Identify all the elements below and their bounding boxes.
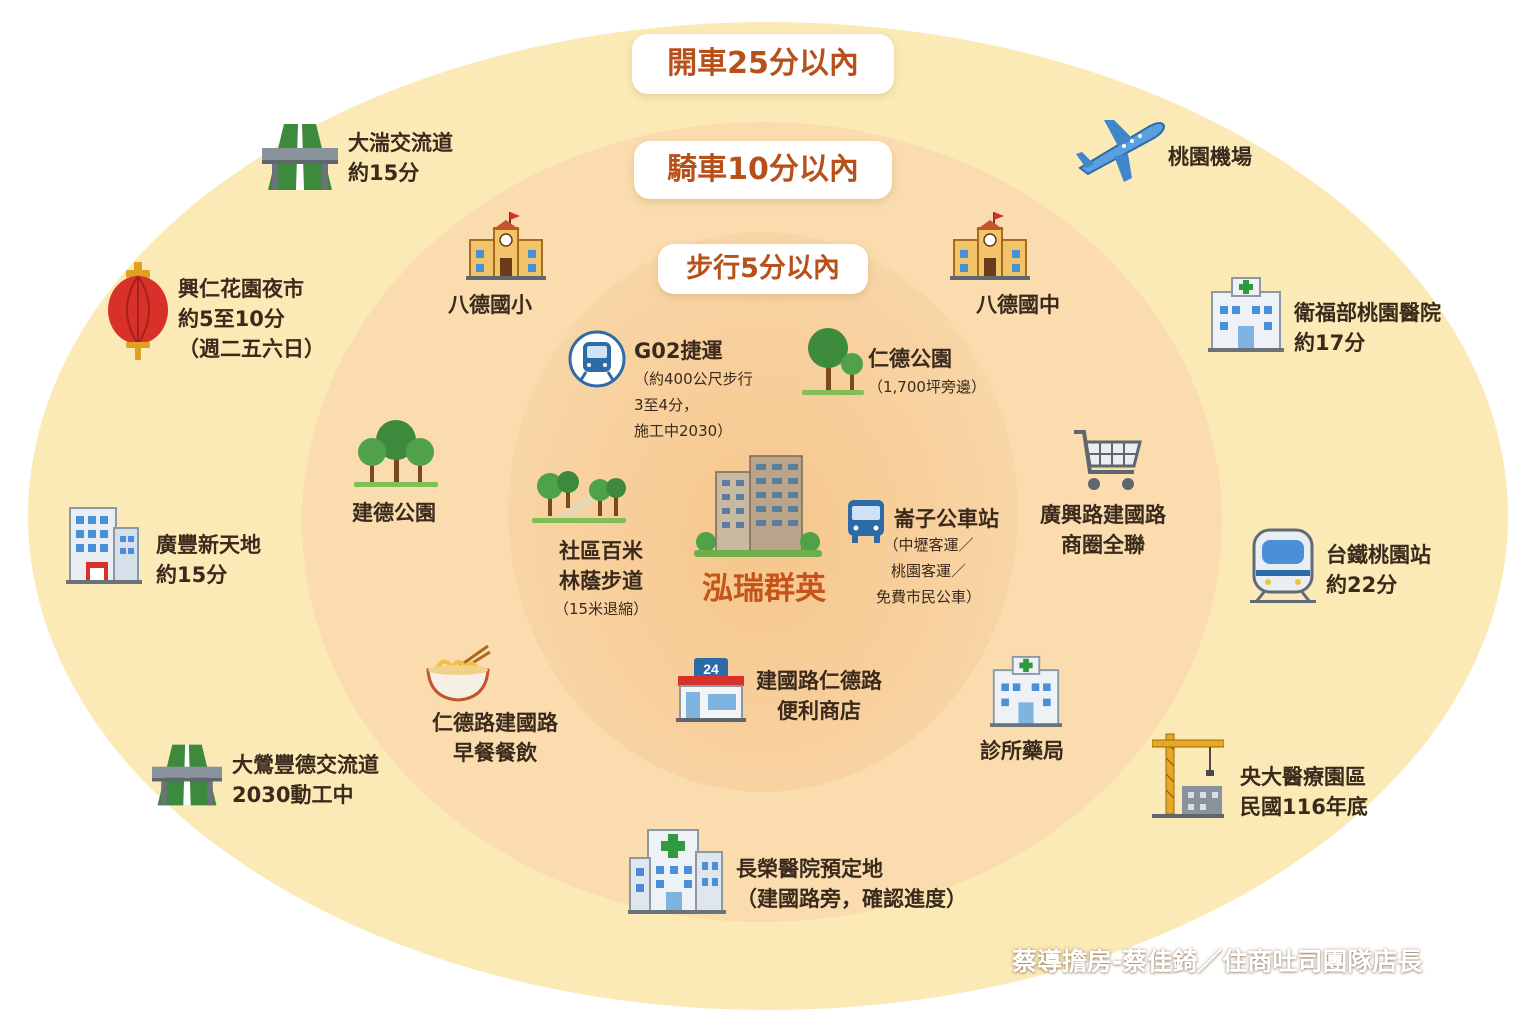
- changgung-note: （建國路旁，確認進度）: [736, 887, 967, 911]
- guangfeng-name: 廣豐新天地: [156, 533, 261, 557]
- rende-park-note: （1,700坪旁邊）: [868, 378, 986, 396]
- dadi-name: 大湍交流道: [348, 131, 453, 155]
- breakfast-label: 仁德路建國路 早餐餐飲: [432, 708, 558, 768]
- jiande-park-label: 建德公園: [352, 501, 436, 525]
- school-icon: [466, 212, 546, 280]
- project-name: 泓瑞群英: [702, 571, 826, 607]
- bus-note-line3: 免費市民公車）: [876, 588, 982, 606]
- moh-hospital-time: 約17分: [1294, 331, 1366, 355]
- bus-note-line1: （中壢客運／: [883, 536, 974, 554]
- crane-icon: [1152, 733, 1224, 818]
- changgung-name: 長榮醫院預定地: [736, 857, 883, 881]
- convenience-store-label: 建國路仁德路 便利商店: [756, 666, 882, 726]
- bus-stop-title: 崙子公車站: [894, 507, 999, 531]
- airport-label: 桃園機場: [1168, 145, 1252, 169]
- convenience-store-icon: 24: [676, 658, 746, 722]
- svg-text:24: 24: [703, 661, 719, 677]
- night-market-label: 興仁花園夜市 約5至10分 （週二五六日）: [178, 274, 325, 364]
- mrt-note-line2: 3至4分，: [634, 396, 699, 414]
- shopping-district-label: 廣興路建國路 商圈全聯: [1040, 500, 1166, 560]
- guangfeng-time: 約15分: [156, 563, 228, 587]
- bade-elementary-label: 八德國小: [448, 293, 532, 317]
- office-building-icon: [66, 507, 142, 584]
- bus-note-line2: 桃園客運／: [891, 562, 967, 580]
- shopping-district-line1: 廣興路建國路: [1040, 503, 1166, 527]
- moh-hospital-name: 衛福部桃園醫院: [1294, 301, 1441, 325]
- shopping-cart-icon: [1074, 430, 1142, 490]
- night-market-days: （週二五六日）: [178, 337, 325, 361]
- mrt-note-line1: （約400公尺步行: [634, 370, 753, 388]
- watermark: 蔡導擔房-蔡佳錡／住商吐司團隊店長: [1012, 947, 1423, 976]
- hospital-icon: [1208, 277, 1284, 352]
- train-icon: [1250, 528, 1316, 603]
- breakfast-line1: 仁德路建國路: [432, 711, 558, 735]
- trail-line2: 林蔭步道: [559, 569, 644, 593]
- breakfast-line2: 早餐餐飲: [453, 741, 537, 765]
- mrt-label: G02捷運 （約400公尺步行 3至4分， 施工中2030）: [634, 336, 753, 444]
- drive-zone-title: 開車25分以內: [632, 34, 894, 94]
- dadi-time: 約15分: [348, 161, 420, 185]
- park-trees-icon: [802, 328, 864, 395]
- medical-park-date: 民國116年底: [1240, 795, 1368, 819]
- daying-interchange-label: 大鶯豐德交流道 2030動工中: [232, 750, 379, 810]
- school-icon: [950, 212, 1030, 280]
- trees-icon: [354, 420, 438, 487]
- moh-hospital-label: 衛福部桃園醫院 約17分: [1294, 298, 1441, 358]
- bus-icon: [848, 500, 884, 543]
- tra-station-time: 約22分: [1326, 573, 1398, 597]
- airplane-icon: [1076, 120, 1166, 182]
- bike-zone-title: 騎車10分以內: [634, 141, 892, 199]
- tra-station-label: 台鐵桃園站 約22分: [1326, 540, 1431, 600]
- metro-train-icon: [568, 330, 626, 388]
- apartment-tower-icon: [694, 455, 822, 557]
- trail-line1: 社區百米: [559, 539, 644, 563]
- hospital-icon: [628, 829, 726, 914]
- walk-zone-title: 步行5分以內: [658, 244, 868, 294]
- changgung-hospital-label: 長榮醫院預定地 （建國路旁，確認進度）: [736, 854, 967, 914]
- trail-label: 社區百米 林蔭步道 （15米退縮）: [554, 536, 648, 622]
- rende-park-label: 仁德公園 （1,700坪旁邊）: [868, 344, 986, 400]
- medical-park-name: 央大醫療園區: [1240, 765, 1366, 789]
- clinic-pharmacy-label: 診所藥局: [980, 739, 1064, 763]
- lantern-icon: [108, 262, 168, 360]
- guangfeng-label: 廣豐新天地 約15分: [156, 530, 261, 590]
- dadi-interchange-label: 大湍交流道 約15分: [348, 128, 453, 188]
- store-line1: 建國路仁德路: [756, 669, 882, 693]
- bus-stop-note: （中壢客運／ 桃園客運／ 免費市民公車）: [876, 532, 981, 610]
- night-market-name: 興仁花園夜市: [178, 277, 304, 301]
- highway-icon: [262, 124, 338, 190]
- bade-junior-label: 八德國中: [976, 293, 1060, 317]
- trail-note: （15米退縮）: [554, 600, 649, 618]
- daying-status: 2030動工中: [232, 783, 354, 807]
- tra-station-name: 台鐵桃園站: [1326, 543, 1431, 567]
- mrt-title: G02捷運: [634, 339, 723, 363]
- clinic-icon: [990, 655, 1062, 727]
- night-market-time: 約5至10分: [178, 307, 285, 331]
- medical-park-label: 央大醫療園區 民國116年底: [1240, 762, 1368, 822]
- shopping-district-line2: 商圈全聯: [1061, 533, 1145, 557]
- rende-park-title: 仁德公園: [868, 347, 952, 371]
- store-line2: 便利商店: [777, 699, 861, 723]
- daying-name: 大鶯豐德交流道: [232, 753, 379, 777]
- noodle-bowl-icon: [426, 644, 491, 702]
- mrt-note-line3: 施工中2030）: [634, 422, 733, 440]
- trail-icon: [532, 471, 626, 524]
- highway-icon: [152, 744, 222, 806]
